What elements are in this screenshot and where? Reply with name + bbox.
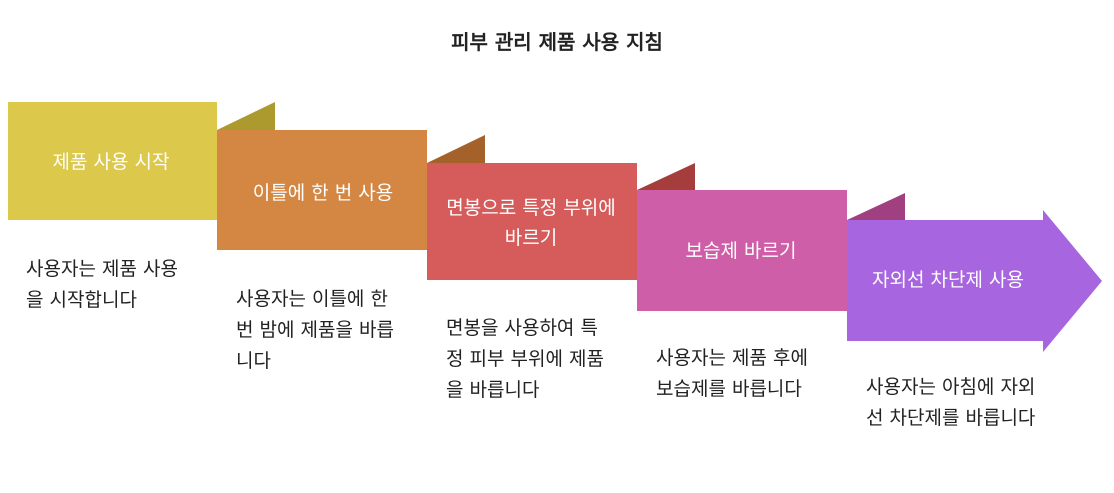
step-1-label: 제품 사용 시작: [52, 151, 170, 173]
step-2-label: 이틀에 한 번 사용: [252, 182, 394, 204]
step-5-label: 자외선 차단제 사용: [872, 269, 1024, 291]
step-4-box: [637, 190, 847, 311]
step-5-description: 사용자는 아침에 자외선 차단제를 바릅니다: [866, 376, 1036, 429]
step-1-description: 사용자는 제품 사용을 시작합니다: [26, 258, 178, 311]
step-3-label: 면봉으로 특정 부위에 바르기: [446, 197, 616, 249]
step-3-description: 면봉을 사용하여 특정 피부 부위에 제품을 바릅니다: [446, 317, 604, 401]
step-3-fold: [637, 163, 695, 190]
step-5-arrow: [847, 210, 1102, 352]
step-4-fold: [847, 193, 905, 220]
step-3-box: [427, 163, 637, 280]
step-4-description: 사용자는 제품 후에 보습제를 바릅니다: [656, 347, 808, 400]
step-2-description: 사용자는 이틀에 한 번 밤에 제품을 바릅니다: [236, 288, 394, 372]
step-2-box: [217, 130, 427, 250]
diagram-title: 피부 관리 제품 사용 지침: [451, 30, 663, 54]
step-1-box: [8, 102, 217, 220]
step-1-fold: [217, 102, 275, 130]
step-2-fold: [427, 135, 485, 163]
step-4-label: 보습제 바르기: [685, 240, 797, 262]
